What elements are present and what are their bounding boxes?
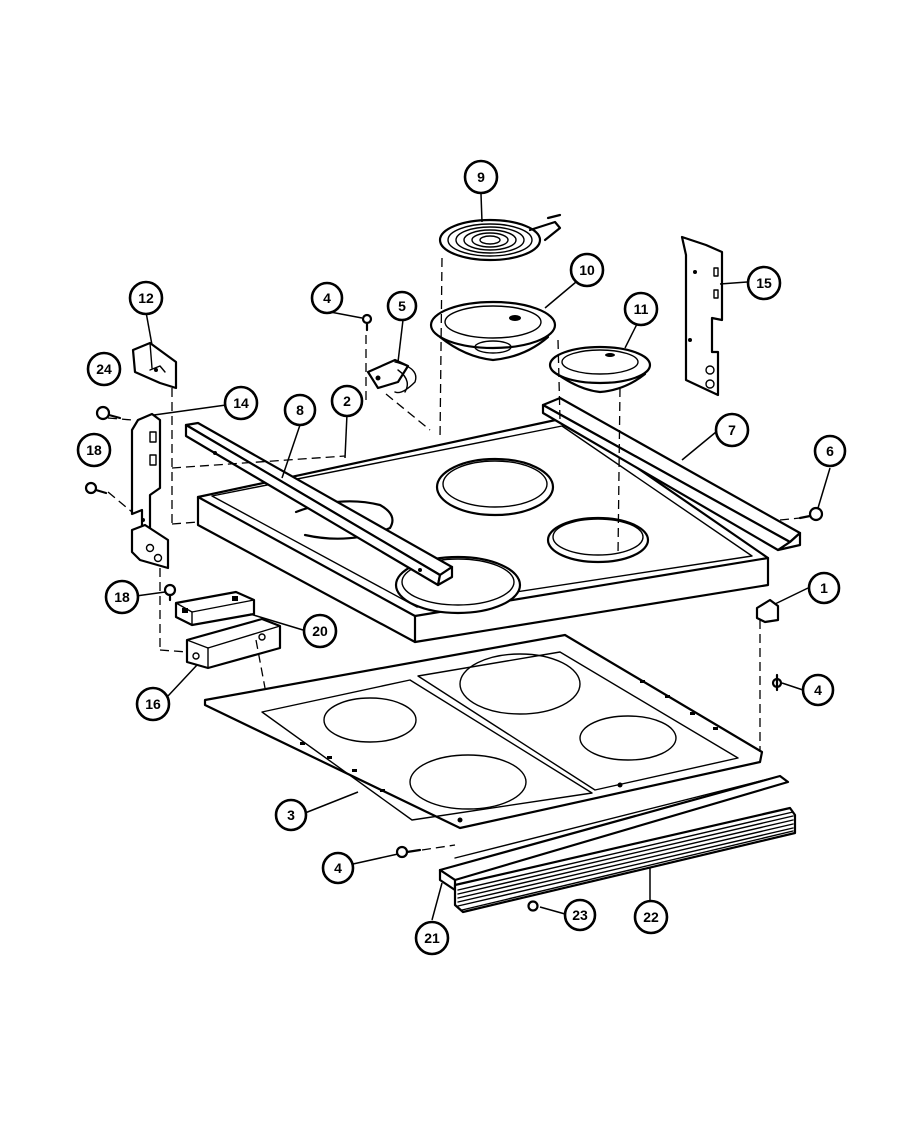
callout-18-upper: 18 xyxy=(76,432,112,468)
screw-23 xyxy=(527,900,539,912)
svg-text:9: 9 xyxy=(477,169,485,185)
callout-5: 5 xyxy=(386,290,418,322)
callout-2: 2 xyxy=(330,384,364,418)
svg-text:22: 22 xyxy=(643,909,659,925)
callout-23: 23 xyxy=(563,898,597,932)
vent-grille-22 xyxy=(453,806,797,914)
front-trim-21 xyxy=(438,774,790,892)
screw-4-left xyxy=(395,845,422,859)
svg-text:18: 18 xyxy=(114,589,130,605)
svg-text:23: 23 xyxy=(572,907,588,923)
svg-text:8: 8 xyxy=(296,402,304,418)
right-bracket xyxy=(680,235,724,397)
callout-16: 16 xyxy=(135,686,171,722)
svg-text:5: 5 xyxy=(398,298,406,314)
callout-7: 7 xyxy=(714,412,750,448)
cooktop-main-top xyxy=(196,416,770,644)
callouts: 9 10 11 15 4 5 12 24 14 8 2 7 6 18 1 18 … xyxy=(76,159,847,956)
svg-text:18: 18 xyxy=(86,442,102,458)
callout-18-lower: 18 xyxy=(104,579,140,615)
lower-pan xyxy=(203,633,764,830)
callout-22: 22 xyxy=(633,899,669,935)
callout-1: 1 xyxy=(807,571,841,605)
svg-text:7: 7 xyxy=(728,422,736,438)
callout-4-right: 4 xyxy=(801,673,835,707)
left-bracket-14 xyxy=(130,412,162,530)
svg-text:6: 6 xyxy=(826,443,834,459)
svg-text:14: 14 xyxy=(233,395,249,411)
svg-text:20: 20 xyxy=(312,623,328,639)
callout-15: 15 xyxy=(746,265,782,301)
svg-text:16: 16 xyxy=(145,696,161,712)
left-trim-strip xyxy=(184,421,454,587)
callout-4-left: 4 xyxy=(321,851,355,885)
assembly-lines xyxy=(107,257,801,851)
svg-text:10: 10 xyxy=(579,262,595,278)
callout-10: 10 xyxy=(569,252,605,288)
svg-text:15: 15 xyxy=(756,275,772,291)
svg-text:24: 24 xyxy=(96,361,112,377)
callout-4-top: 4 xyxy=(310,281,344,315)
screw-4-right xyxy=(771,673,783,692)
svg-text:21: 21 xyxy=(424,930,440,946)
callout-6: 6 xyxy=(813,434,847,468)
callout-24: 24 xyxy=(86,351,122,387)
surface-element-coil xyxy=(438,213,562,262)
left-bracket-lower xyxy=(130,523,170,570)
callout-9: 9 xyxy=(463,159,499,195)
callout-11: 11 xyxy=(623,291,659,327)
svg-text:12: 12 xyxy=(138,290,154,306)
svg-text:4: 4 xyxy=(334,860,342,876)
svg-text:1: 1 xyxy=(820,580,828,596)
svg-text:3: 3 xyxy=(287,807,295,823)
switch-block-20 xyxy=(174,590,256,627)
terminal-block xyxy=(366,358,417,394)
clip-1 xyxy=(755,598,780,624)
svg-text:4: 4 xyxy=(323,290,331,306)
leader-lines xyxy=(135,193,831,921)
callout-8: 8 xyxy=(283,393,317,427)
svg-text:11: 11 xyxy=(634,301,649,317)
drip-bowl-small xyxy=(548,345,652,394)
drip-bowl-large xyxy=(429,300,557,362)
clip-12 xyxy=(131,341,178,390)
callout-14: 14 xyxy=(223,385,259,421)
svg-text:4: 4 xyxy=(814,682,822,698)
callout-3: 3 xyxy=(274,798,308,832)
callout-21: 21 xyxy=(414,920,450,956)
callout-12: 12 xyxy=(128,280,164,316)
screw-18-upper xyxy=(84,481,108,495)
rear-trim-strip xyxy=(541,396,802,552)
screw-4-top xyxy=(361,313,373,332)
screw-24 xyxy=(95,405,122,421)
screw-6 xyxy=(798,506,824,522)
callout-20: 20 xyxy=(302,613,338,649)
bracket-16 xyxy=(185,617,282,670)
svg-text:2: 2 xyxy=(343,393,351,409)
screw-18-lower xyxy=(163,583,177,602)
